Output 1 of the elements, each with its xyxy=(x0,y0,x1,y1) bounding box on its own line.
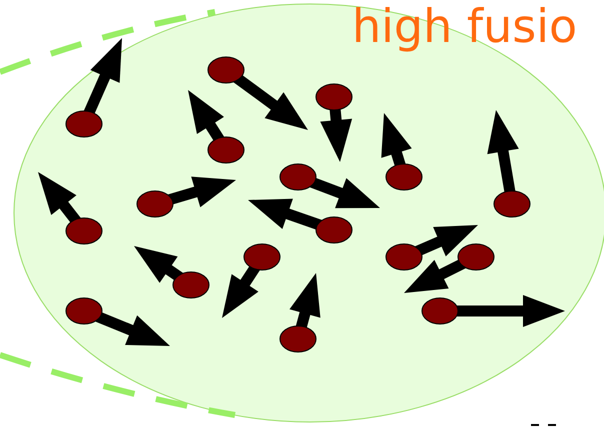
heading-text: high fusio xyxy=(352,0,578,53)
